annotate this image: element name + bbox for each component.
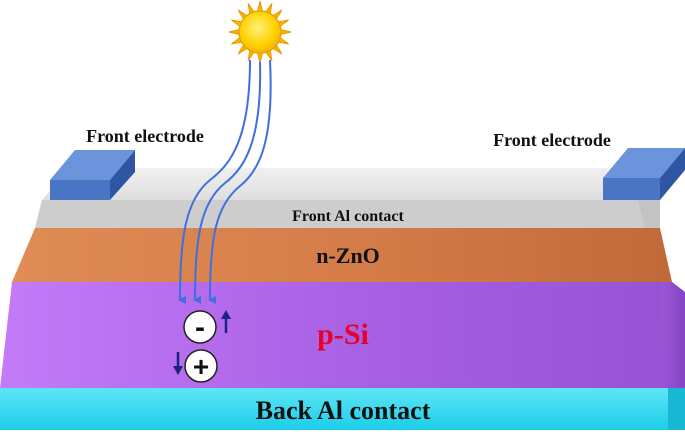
front-al-contact-label: Front Al contact [292, 208, 404, 225]
p-si-label: p-Si [317, 318, 369, 351]
front-electrode-left-label: Front electrode [86, 126, 204, 146]
back-al-contact-label: Back Al contact [256, 396, 431, 425]
light-ray-1 [178, 59, 251, 305]
front-electrode-right-label: Front electrode [493, 130, 611, 150]
front-al-contact-layer [35, 168, 660, 228]
arrow-down-icon [173, 352, 183, 375]
sun-icon [228, 0, 292, 64]
front-electrode-right [603, 148, 685, 200]
n-zno-label: n-ZnO [316, 243, 380, 268]
back-al-contact-layer [0, 378, 685, 430]
hole-icon: + [184, 349, 218, 383]
p-si-layer [0, 282, 685, 388]
svg-text:-: - [195, 311, 205, 344]
svg-text:+: + [193, 351, 209, 382]
light-ray-2 [193, 61, 262, 305]
light-ray-3 [208, 59, 272, 305]
electron-icon: - [183, 310, 217, 344]
front-electrode-left [50, 150, 135, 200]
n-zno-layer [12, 228, 672, 282]
light-rays [178, 59, 272, 305]
arrow-up-icon [221, 310, 231, 333]
